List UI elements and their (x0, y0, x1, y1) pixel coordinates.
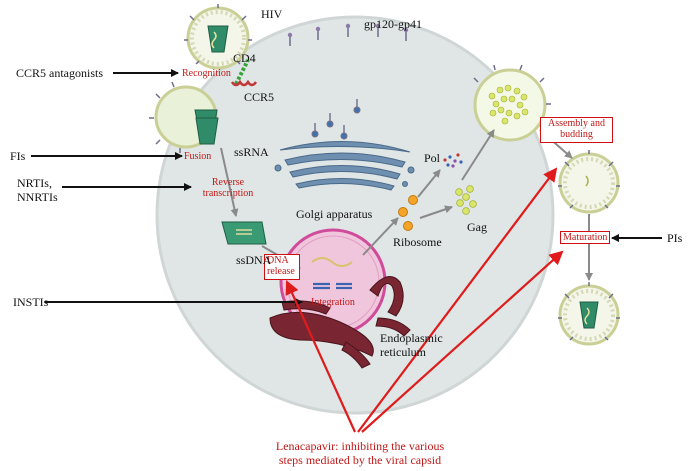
golgi-apparatus (274, 141, 415, 191)
dna-release-line2: release (267, 266, 295, 277)
golgi-label: Golgi apparatus (296, 207, 373, 221)
pis-label: PIs (667, 231, 683, 245)
lenacapavir-line1: Lenacapavir: inhibiting the various (275, 439, 445, 453)
integration-step-label: Integration (311, 297, 355, 308)
fusion-step-label: Fusion (184, 151, 212, 162)
hiv-label: HIV (261, 7, 283, 21)
er-label-line1: Endoplasmic (380, 331, 443, 345)
instis-label: INSTIs (13, 295, 49, 309)
recognition-step-label: Recognition (182, 68, 231, 79)
reverse-transcription-line1: Reverse (211, 177, 245, 188)
gp120-gp41-spikes (287, 23, 409, 46)
ssrna-label: ssRNA (234, 145, 269, 159)
immature-virion (558, 150, 620, 214)
ccr5-receptor (230, 79, 258, 87)
gag-proteins (455, 185, 477, 215)
assembly-budding-box: Assembly and budding (540, 117, 613, 143)
transport-vesicles (311, 99, 361, 140)
nnrtis-label: NNRTIs (17, 190, 58, 204)
maturation-box: Maturation (560, 231, 611, 244)
er-label-line2: reticulum (380, 345, 426, 359)
ribosome-label: Ribosome (393, 235, 442, 249)
capsid-uncoating (195, 117, 219, 145)
cd4-receptor (234, 59, 250, 85)
ssdna-capsid (221, 221, 267, 245)
ribosome (398, 195, 418, 231)
pol-label: Pol (424, 151, 441, 165)
drug-arrows (31, 69, 662, 306)
host-cell (155, 15, 555, 415)
dna-release-line1: DNA (267, 255, 289, 266)
pol-proteins (443, 153, 463, 168)
lenacapavir-arrows (285, 167, 564, 433)
dna-release-box: DNA release (264, 254, 300, 280)
reverse-transcription-line2: transcription (202, 188, 254, 199)
nrtis-label: NRTIs, (17, 176, 52, 190)
ssdna-label: ssDNA (236, 253, 272, 267)
ccr5-antagonists-label: CCR5 antagonists (16, 66, 104, 80)
assembly-line2: budding (560, 129, 593, 140)
cd4-label: CD4 (233, 51, 256, 65)
lenacapavir-line2: steps mediated by the viral capsid (278, 453, 442, 467)
assembly-line1: Assembly and (548, 118, 605, 129)
gag-label: Gag (467, 220, 487, 234)
assembling-virion (473, 64, 551, 142)
hiv-virion (184, 4, 252, 70)
fis-label: FIs (10, 149, 26, 163)
gp120-gp41-label: gp120-gp41 (364, 17, 422, 31)
ccr5-label: CCR5 (244, 90, 275, 104)
mature-virion (558, 282, 620, 346)
